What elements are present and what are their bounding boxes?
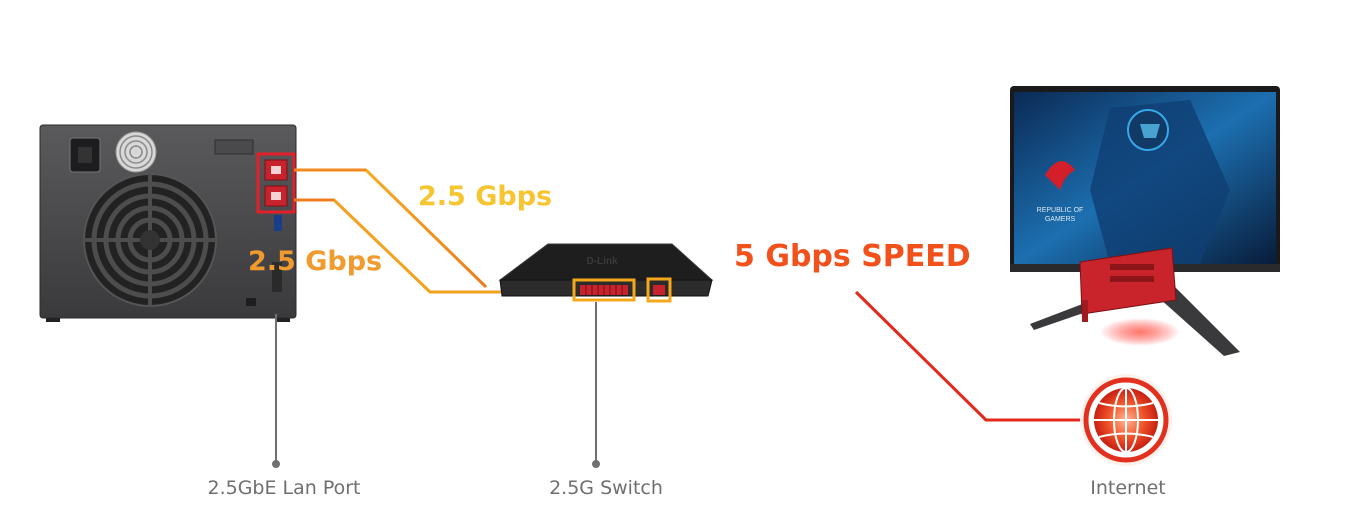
switch-device: D-Link bbox=[498, 243, 714, 303]
psu-fan-icon bbox=[115, 131, 157, 173]
caption-switch: 2.5G Switch bbox=[549, 477, 663, 499]
callout-lan-port bbox=[272, 314, 280, 468]
switch-brand: D-Link bbox=[586, 256, 618, 267]
speed-label-bottom: 2.5 Gbps bbox=[248, 246, 382, 277]
cable-internet bbox=[854, 290, 1080, 422]
network-card bbox=[1079, 247, 1177, 322]
caption-internet: Internet bbox=[1090, 477, 1165, 499]
cables-switch-to-pc bbox=[706, 290, 1098, 422]
monitor-logo-line2: GAMERS bbox=[1045, 216, 1076, 223]
caption-lan-port: 2.5GbE Lan Port bbox=[207, 477, 360, 499]
lan-port-highlight bbox=[256, 152, 296, 214]
speed-label-main: 5 Gbps SPEED bbox=[734, 239, 971, 274]
callout-switch bbox=[592, 302, 600, 468]
speed-label-top: 2.5 Gbps bbox=[418, 181, 552, 212]
nas-device bbox=[39, 124, 297, 322]
main-fan-icon bbox=[83, 173, 217, 307]
monitor-device: REPUBLIC OF GAMERS bbox=[1010, 86, 1280, 356]
monitor-logo-line1: REPUBLIC OF bbox=[1037, 207, 1084, 214]
stand-glow bbox=[1100, 318, 1180, 346]
switch-ports-highlight bbox=[572, 278, 636, 302]
switch-uplink-highlight bbox=[646, 277, 672, 303]
internet-globe-icon bbox=[1080, 374, 1172, 466]
